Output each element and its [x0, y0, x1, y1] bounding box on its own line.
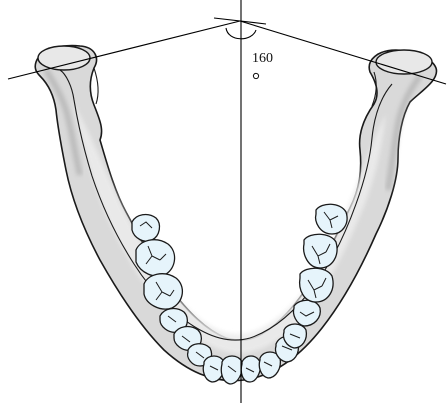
right-condyle — [376, 50, 432, 74]
tooth-left-molar-1 — [144, 274, 182, 309]
angle-value-label: 160 — [252, 51, 273, 66]
tooth-right-molar-1 — [300, 268, 333, 302]
left-reference-line — [8, 21, 240, 79]
left-notch — [94, 68, 98, 104]
tooth-right-incisor-1 — [241, 356, 260, 382]
degree-symbol — [253, 73, 258, 78]
left-condyle — [38, 46, 90, 70]
mandible-outline — [35, 46, 436, 381]
tooth-left-molar-3 — [132, 215, 159, 242]
crossing-mark — [214, 18, 266, 24]
mandible-bone — [35, 46, 436, 381]
tooth-right-molar-2 — [304, 234, 337, 268]
